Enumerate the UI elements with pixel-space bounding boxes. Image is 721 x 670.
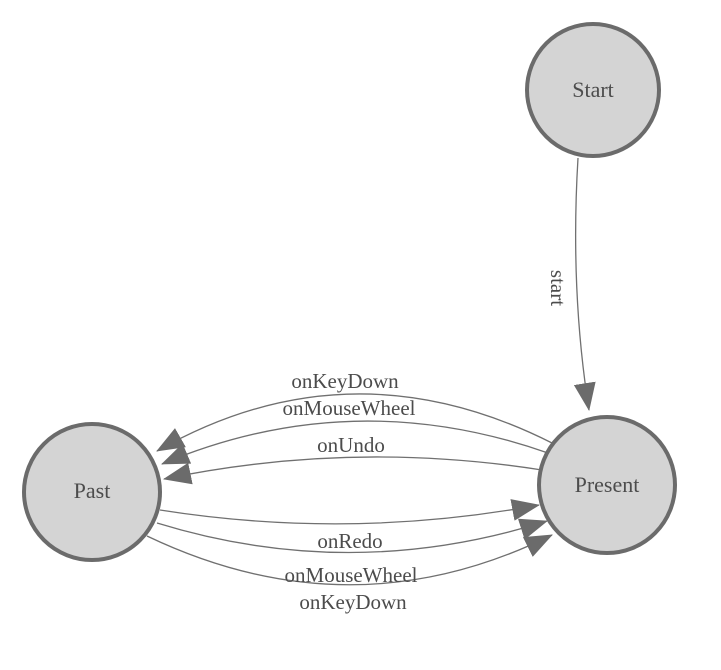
edge-past-to-present-onredo [159, 499, 540, 525]
state-node-present: Present [537, 415, 677, 555]
state-circle-start [525, 22, 661, 158]
edge-past-to-present-onkeydown [146, 534, 553, 586]
edge-start-to-present [573, 157, 596, 411]
state-circle-past [22, 422, 162, 562]
edge-label-onkeydown-top: onKeyDown [291, 369, 399, 393]
state-label-present: Present [575, 472, 640, 497]
state-node-start: Start [525, 22, 661, 158]
edge-label-onkeydown-bottom: onKeyDown [299, 590, 407, 614]
edge-label-start: start [546, 270, 570, 306]
edge-label-onundo: onUndo [317, 433, 385, 457]
edge-group [146, 157, 596, 586]
edge-label-group: start onKeyDown onMouseWheel onUndo onRe… [283, 270, 570, 614]
state-label-past: Past [74, 478, 111, 503]
state-label-start: Start [572, 77, 614, 102]
edge-present-to-past-onkeydown [156, 393, 553, 452]
edge-label-onmousewheel-bottom: onMouseWheel [285, 563, 418, 587]
state-circle-present [537, 415, 677, 555]
edge-past-to-present-onmousewheel [156, 518, 548, 554]
edge-label-onredo: onRedo [317, 529, 382, 553]
edge-present-to-past-onundo [163, 456, 543, 485]
edge-present-to-past-onmousewheel [161, 420, 549, 465]
edge-label-onmousewheel-top: onMouseWheel [283, 396, 416, 420]
state-node-past: Past [22, 422, 162, 562]
